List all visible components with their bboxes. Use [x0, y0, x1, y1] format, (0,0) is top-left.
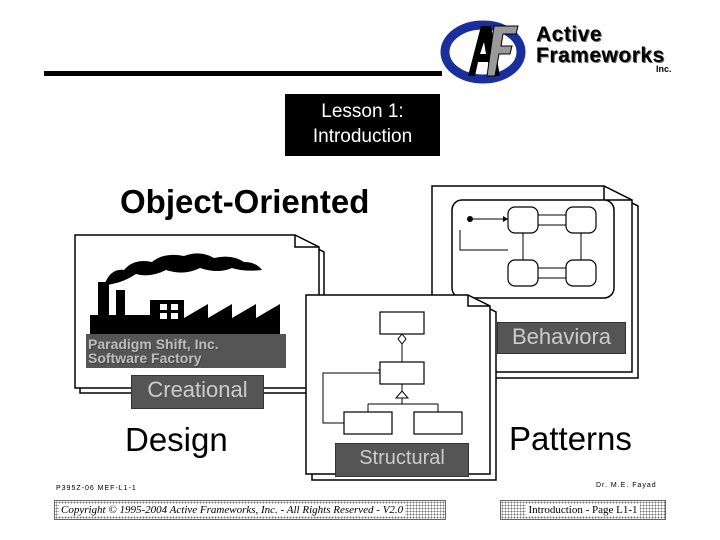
state-2	[565, 206, 597, 234]
uml-class-left	[343, 411, 393, 435]
logo-ring	[440, 20, 526, 84]
logo-letter-f	[486, 25, 519, 77]
logo-line1: Active	[536, 23, 603, 46]
factory-caption-line1: Paradigm Shift, Inc.	[88, 336, 219, 352]
uml-class-right	[413, 411, 463, 435]
factory-caption: Paradigm Shift, Inc. Software Factory	[88, 337, 219, 365]
state-1	[507, 206, 539, 234]
uml-class-middle	[379, 361, 425, 385]
copyright-text: Copyright © 1995-2004 Active Frameworks,…	[59, 504, 406, 516]
factory-building	[90, 300, 280, 337]
structural-card	[305, 294, 497, 481]
logo-line2: Frameworks	[536, 44, 665, 67]
page-number-text: Introduction - Page L1-1	[526, 504, 640, 516]
factory-caption-band	[86, 334, 286, 368]
factory-caption-line2: Software Factory	[88, 350, 202, 366]
chimney-1	[98, 282, 109, 337]
title-design: Design	[125, 421, 228, 458]
active-frameworks-logo: AF	[440, 20, 526, 84]
creational-label: Creational	[131, 375, 264, 409]
lesson-title-box: Lesson 1: Introduction	[285, 94, 440, 156]
chimney-2	[116, 290, 125, 337]
creational-card	[74, 234, 325, 394]
behavioral-label: Behaviora	[497, 322, 626, 354]
header-rule	[44, 71, 442, 76]
page-number-bar: Introduction - Page L1-1	[500, 500, 666, 520]
state-3	[507, 259, 539, 287]
logo-inc: Inc.	[656, 64, 672, 74]
lesson-number: Lesson 1:	[321, 101, 404, 122]
factory-smoke	[104, 253, 262, 286]
state-4	[565, 259, 597, 287]
logo-letter-a-counter	[480, 42, 486, 54]
lesson-name: Introduction	[312, 126, 413, 147]
slide-code: P395Z-06 MEF-L1-1	[56, 485, 137, 492]
copyright-bar: Copyright © 1995-2004 Active Frameworks,…	[54, 500, 446, 520]
title-object-oriented: Object-Oriented	[120, 183, 370, 220]
author-credit: Dr. M.E. Fayad	[596, 482, 657, 489]
uml-class-top	[379, 311, 425, 335]
title-patterns: Patterns	[509, 420, 632, 457]
logo-wordmark: Active Frameworks	[536, 24, 665, 66]
structural-label: Structural	[335, 443, 469, 477]
